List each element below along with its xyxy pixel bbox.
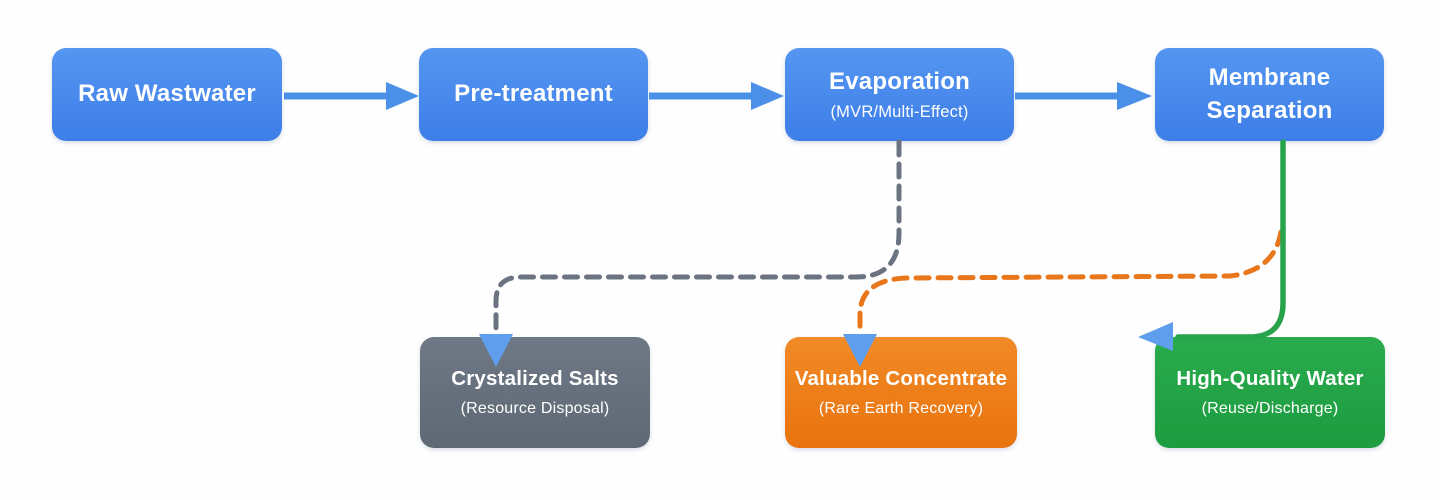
edge-raw-to-pretreatment — [284, 82, 419, 110]
edge-membrane-to-water — [1138, 139, 1286, 351]
node-high-quality-water-sublabel: (Reuse/Discharge) — [1201, 399, 1339, 417]
node-valuable-concentrate-label: Valuable Concentrate — [794, 367, 1008, 391]
node-evaporation-label: Evaporation — [829, 67, 970, 95]
node-crystalized-salts-sublabel: (Resource Disposal) — [460, 399, 610, 417]
edge-membrane-to-water-path — [1175, 139, 1286, 340]
node-evaporation: Evaporation (MVR/Multi-Effect) — [785, 48, 1014, 141]
node-membrane-separation: Membrane Separation — [1155, 48, 1384, 141]
arrow-right-icon — [1117, 82, 1152, 110]
edge-membrane-to-concentrate-path — [857, 229, 1284, 336]
node-pre-treatment: Pre-treatment — [419, 48, 648, 141]
edge-evaporation-to-membrane — [1015, 82, 1152, 110]
node-raw-wastewater-label: Raw Wastwater — [78, 80, 256, 108]
node-valuable-concentrate-sublabel: (Rare Earth Recovery) — [818, 399, 984, 417]
node-raw-wastewater: Raw Wastwater — [52, 48, 282, 141]
node-evaporation-sublabel: (MVR/Multi-Effect) — [830, 102, 969, 121]
node-high-quality-water-label: High-Quality Water — [1176, 367, 1364, 391]
node-crystalized-salts-label: Crystalized Salts — [451, 367, 619, 391]
node-high-quality-water: High-Quality Water (Reuse/Discharge) — [1155, 337, 1385, 448]
edge-pretreatment-to-evaporation — [649, 82, 784, 110]
node-crystalized-salts: Crystalized Salts (Resource Disposal) — [420, 337, 650, 448]
arrow-right-icon — [386, 82, 419, 110]
node-valuable-concentrate: Valuable Concentrate (Rare Earth Recover… — [785, 337, 1017, 448]
arrow-right-icon — [751, 82, 784, 110]
node-membrane-separation-label: Membrane Separation — [1206, 64, 1333, 124]
edge-evaporation-to-salts — [479, 139, 902, 367]
edge-evaporation-to-salts-path — [493, 139, 902, 336]
node-pre-treatment-label: Pre-treatment — [454, 80, 613, 108]
